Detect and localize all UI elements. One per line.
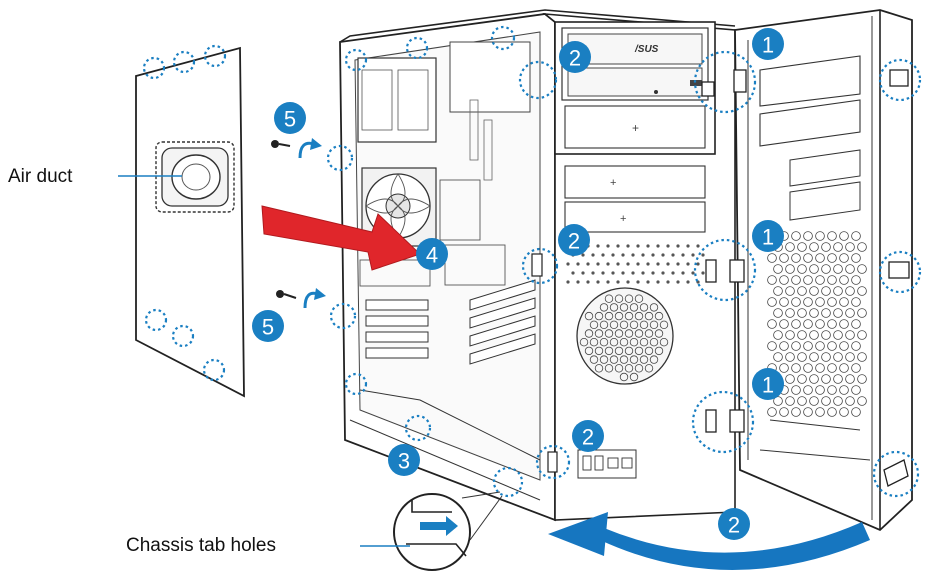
rotation-icon [298, 138, 322, 159]
step-2-chassis-mid-badge: 2 [558, 224, 590, 256]
step-1-mid-badge: 1 [752, 220, 784, 252]
air-duct-fan-cover [155, 141, 235, 213]
front-panel-mesh [767, 231, 867, 417]
panel-tab-circle [142, 56, 166, 80]
step-2-chassis-bottom-badge: 2 [572, 420, 604, 452]
screw-icon [276, 290, 297, 299]
rotation-icon [303, 288, 326, 309]
front-io-ports [577, 449, 637, 479]
pci-slots [469, 279, 536, 365]
step-5-top-number: 5 [284, 107, 296, 132]
step-2-chassis-mid-number: 2 [568, 229, 580, 254]
expansion-slots [365, 299, 429, 359]
vent-grille [566, 244, 705, 284]
step-3-number: 3 [398, 449, 410, 474]
step-1-bottom-badge: 1 [752, 368, 784, 400]
panel-tab-circle [144, 308, 168, 332]
screw-icon [271, 140, 291, 148]
step-4-badge: 4 [416, 238, 448, 270]
step-5-top-badge: 5 [274, 102, 306, 134]
air-duct-label: Air duct [8, 166, 73, 187]
svg-text:+: + [632, 121, 639, 135]
chassis-tab-magnifier-icon [393, 491, 503, 571]
side-panel [135, 44, 245, 398]
step-1-mid-number: 1 [762, 225, 774, 250]
step-2-rotate-number: 2 [728, 513, 740, 538]
step-1-top-number: 1 [762, 33, 774, 58]
red-insert-arrow-icon [261, 205, 421, 271]
step-2-drive-bay-badge: 2 [559, 41, 591, 73]
step-1-bottom-number: 1 [762, 373, 774, 398]
step-2-rotate-badge: 2 [718, 508, 750, 540]
step-2-chassis-bottom-number: 2 [582, 425, 594, 450]
step-5-bottom-number: 5 [262, 315, 274, 340]
chassis-tab-highlights [326, 25, 922, 498]
svg-text:+: + [620, 213, 626, 225]
front-fan-grille [576, 287, 674, 385]
drive-bay-logo: /SUS [634, 44, 659, 55]
panel-tab-circle [202, 358, 226, 382]
blue-curved-rotate-arrow-icon [548, 512, 870, 570]
panel-tab-circle [172, 50, 196, 74]
step-2-drive-bay-number: 2 [569, 46, 581, 71]
chassis-tab-holes-label: Chassis tab holes [126, 535, 276, 556]
panel-tab-circle [203, 44, 227, 68]
panel-tab-circle [171, 324, 195, 348]
svg-text:+: + [610, 177, 616, 189]
step-5-bottom-badge: 5 [252, 310, 284, 342]
hdd-bays: + + [564, 165, 706, 233]
step-4-number: 4 [426, 243, 438, 268]
front-panel [734, 9, 913, 532]
step-3-badge: 3 [388, 444, 420, 476]
step-1-top-badge: 1 [752, 28, 784, 60]
